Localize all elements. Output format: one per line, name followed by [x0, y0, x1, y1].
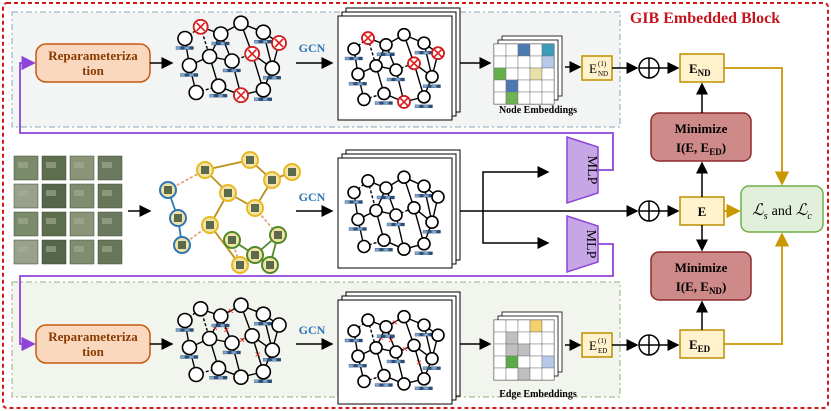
mlp-top-label: MLP	[584, 156, 599, 185]
mlp-top: MLP	[566, 135, 599, 205]
e-ed1-sub: ED	[598, 347, 607, 355]
svg-text:I(E, EED): I(E, EED)	[676, 140, 726, 157]
purple-connector-top	[19, 55, 614, 171]
svg-text:×: ×	[416, 357, 422, 369]
edge-embeddings-grid	[493, 311, 563, 381]
loss-and: and	[772, 204, 792, 219]
e-center-label: E	[698, 204, 707, 219]
svg-text:×: ×	[392, 317, 398, 329]
gold-connector-bottom	[724, 232, 790, 345]
svg-text:×: ×	[239, 334, 245, 346]
input-image-patches	[13, 155, 123, 265]
mlp-bottom-label: MLP	[583, 230, 598, 259]
e-nd1-sup: (1)	[598, 60, 607, 68]
e-nd1-box: E (1) ND	[581, 55, 613, 81]
e-ed-base: E	[689, 337, 698, 352]
gcn-label-middle: GCN	[299, 190, 326, 204]
oplus-top	[638, 57, 660, 79]
svg-text:E: E	[589, 338, 597, 353]
minimize-nd-close: )	[722, 279, 726, 294]
svg-text:×: ×	[228, 306, 234, 318]
reparam-bottom-line1: Reparameteriza	[48, 329, 138, 344]
middle-output-graph	[344, 170, 445, 256]
e-ed1-sup: (1)	[598, 337, 607, 345]
minimize-ed-sub: ED	[709, 147, 722, 157]
gcn-label-bottom: GCN	[299, 323, 326, 337]
gold-connector-top	[724, 67, 790, 186]
mlp-bottom: MLP	[566, 214, 599, 274]
svg-text:×: ×	[402, 344, 408, 356]
loss-c-sub: c	[807, 211, 812, 222]
edge-embeddings-caption: Edge Embeddings	[499, 389, 577, 400]
minimize-nd-line1: Minimize	[675, 260, 728, 275]
minimize-nd-box: Minimize I(E, END)	[650, 251, 752, 301]
reparameterization-top-box: Reparameteriza tion	[35, 43, 151, 83]
e-nd-sub: ND	[698, 68, 711, 78]
minimize-ed-line2: I(E, E	[676, 140, 709, 155]
minimize-ed-close: )	[722, 140, 726, 155]
node-output-graph	[344, 27, 445, 109]
reparam-bottom-line2: tion	[82, 344, 104, 359]
svg-text:I(E, END): I(E, END)	[676, 279, 727, 296]
svg-text:END: END	[689, 61, 711, 78]
e-nd1-sub: ND	[598, 70, 608, 78]
e-ed1-base: E	[589, 338, 597, 353]
svg-text:×: ×	[212, 322, 218, 334]
svg-text:E: E	[589, 61, 597, 76]
svg-text:EED: EED	[689, 337, 711, 354]
node-embeddings-caption: Node Embeddings	[499, 105, 577, 116]
edge-output-graph: × × × × ×	[344, 309, 445, 391]
svg-text:×: ×	[378, 332, 384, 344]
minimize-ed-line1: Minimize	[675, 121, 728, 136]
svg-text:×: ×	[223, 325, 229, 337]
e-nd-box: END	[679, 53, 725, 83]
e-center-box: E	[679, 196, 725, 226]
superpixel-graph	[159, 151, 301, 274]
edge-perturbed-graph: × × × × ×	[175, 297, 287, 386]
node-embeddings-grid	[493, 35, 563, 105]
loss-s-symbol: ℒ	[752, 202, 764, 219]
purple-connector-bottom	[19, 243, 614, 352]
svg-text:×: ×	[388, 334, 394, 346]
reparam-top-line1: Reparameteriza	[48, 48, 138, 63]
reparameterization-bottom-box: Reparameteriza tion	[35, 324, 151, 364]
node-perturbed-graph	[175, 15, 287, 103]
loss-c-symbol: ℒ	[796, 202, 808, 219]
gcn-label-top: GCN	[299, 41, 326, 55]
e-ed-box: EED	[679, 329, 725, 359]
svg-text:×: ×	[255, 349, 261, 361]
e-nd-base: E	[689, 61, 698, 76]
oplus-middle	[638, 200, 660, 222]
minimize-ed-box: Minimize I(E, EED)	[650, 112, 752, 162]
e-nd1-base: E	[589, 61, 597, 76]
reparam-top-line2: tion	[82, 63, 104, 78]
gib-block-title: GIB Embedded Block	[630, 10, 780, 27]
oplus-bottom	[638, 334, 660, 356]
e-ed-sub: ED	[698, 344, 711, 354]
loss-s-sub: s	[764, 211, 768, 222]
minimize-nd-line2: I(E, E	[676, 279, 709, 294]
minimize-nd-sub: ND	[709, 286, 722, 296]
e-ed1-box: E (1) ED	[581, 332, 613, 358]
